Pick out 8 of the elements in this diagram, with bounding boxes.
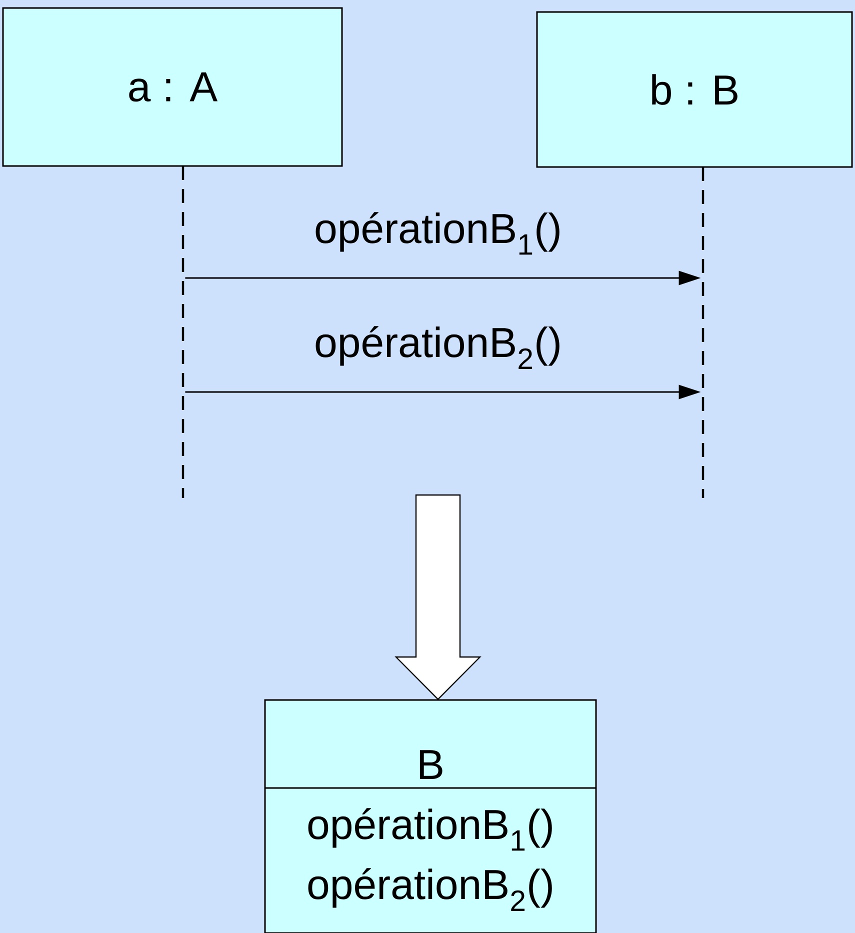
- edge-label: opérationB$_{2}$(): [316, 326, 560, 369]
- class-box: B opérationB$_{1}$() opérationB$_{2}$(): [264, 699, 597, 933]
- object-box: b : B: [536, 11, 853, 168]
- lifeline: [702, 167, 704, 498]
- transformation-arrow: [394, 494, 482, 700]
- edge-label: opérationB$_{1}$(): [316, 212, 560, 255]
- lifeline: [182, 166, 184, 498]
- object-box: a : A: [2, 7, 343, 167]
